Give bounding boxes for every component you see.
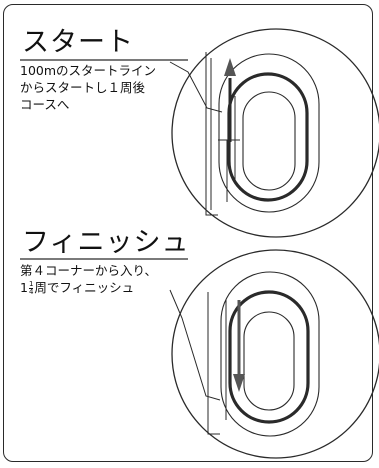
- start-title: スタート: [22, 27, 134, 58]
- fraction-whole: 1: [20, 280, 28, 295]
- finish-track-inner: [243, 311, 295, 411]
- start-desc-line: 100mのスタートライン: [20, 63, 157, 78]
- finish-outer-fence: [207, 292, 220, 435]
- finish-panel-circle: [171, 249, 379, 459]
- start-outer-fence: [205, 52, 218, 216]
- finish-arrow-head: [233, 374, 245, 392]
- finish-leader-line: [169, 289, 221, 401]
- finish-title: フィニッシュ: [22, 227, 190, 258]
- start-arrow-head: [224, 58, 236, 76]
- fraction-denominator: 4: [28, 288, 34, 296]
- start-desc-line: からスタートし１周後: [20, 80, 146, 95]
- finish-track-outer: [220, 271, 320, 437]
- fraction-numerator: 1: [28, 280, 34, 289]
- finish-course-panel: [20, 249, 379, 459]
- start-desc-line: コースへ: [20, 97, 70, 112]
- start-leader-line: [169, 61, 223, 113]
- finish-desc-line-1: 第４コーナーから入り、: [20, 263, 158, 278]
- start-course-panel: [20, 28, 379, 238]
- start-track-inner: [242, 91, 296, 191]
- start-description: 100mのスタートライン からスタートし１周後 コースへ: [20, 62, 156, 113]
- finish-route-loop: [228, 290, 310, 424]
- diagram-frame: [3, 4, 373, 462]
- start-track-outer: [218, 53, 320, 213]
- start-panel-circle: [171, 28, 379, 238]
- finish-desc-tail: 周でフィニッシュ: [34, 280, 135, 295]
